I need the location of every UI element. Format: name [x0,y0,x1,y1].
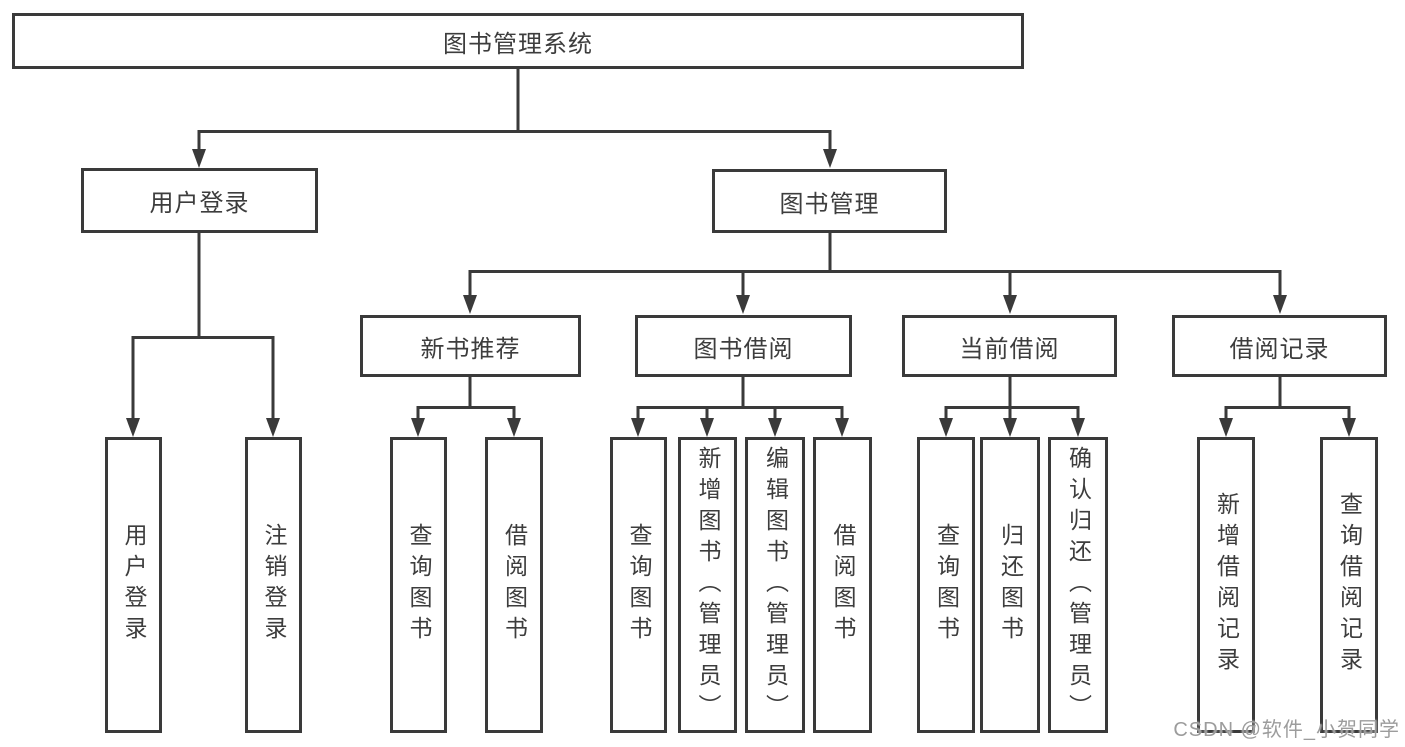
node-book-borrow-label: 图书借阅 [693,335,794,363]
node-book-borrow: 图书借阅 [635,315,852,377]
node-book-mgmt: 图书管理 [712,169,947,233]
connector-new-book [416,377,516,422]
node-root: 图书管理系统 [12,13,1024,69]
arrowheads [126,149,1356,437]
leaf-confirm-return-admin-label: 确认归还（管理员） [1065,445,1092,725]
leaf-borrow-books-2: 借阅图书 [813,437,872,733]
leaf-edit-books-admin: 编辑图书（管理员） [745,437,805,733]
node-book-mgmt-label: 图书管理 [779,190,880,218]
leaf-borrow-books-2-label: 借阅图书 [830,523,856,647]
node-current-borrow: 当前借阅 [902,315,1117,377]
leaf-add-books-admin: 新增图书（管理员） [678,437,737,733]
leaf-add-books-admin-label: 新增图书（管理员） [695,445,721,725]
node-new-book-recommend: 新书推荐 [360,315,581,377]
connector-current-borrow [944,377,1080,422]
leaf-query-books-1-label: 查询图书 [406,523,432,647]
node-user-login: 用户登录 [81,168,318,233]
leaf-borrow-books-1: 借阅图书 [485,437,543,733]
leaf-query-books-1: 查询图书 [390,437,447,733]
leaf-query-books-3-label: 查询图书 [933,523,960,647]
leaf-query-books-2: 查询图书 [610,437,667,733]
leaf-edit-books-admin-label: 编辑图书（管理员） [762,445,789,725]
leaf-borrow-books-1-label: 借阅图书 [501,523,528,647]
node-borrow-records: 借阅记录 [1172,315,1387,377]
leaf-logout: 注销登录 [245,437,302,733]
connector-book-borrow [636,377,844,422]
connector-borrow-records [1224,377,1351,422]
leaf-user-login: 用户登录 [105,437,162,733]
watermark-text: CSDN @软件_小贺同学 [1173,719,1400,741]
leaf-return-books: 归还图书 [980,437,1040,733]
connector-user-login [131,233,275,422]
connector-root [197,69,832,154]
leaf-add-borrow-record: 新增借阅记录 [1197,437,1255,733]
leaf-return-books-label: 归还图书 [997,523,1024,647]
leaf-add-borrow-record-label: 新增借阅记录 [1213,492,1240,678]
leaf-logout-label: 注销登录 [261,523,287,647]
node-user-login-label: 用户登录 [149,190,250,217]
node-borrow-records-label: 借阅记录 [1229,335,1330,363]
node-root-label: 图书管理系统 [443,30,593,58]
leaf-user-login-label: 用户登录 [121,523,147,647]
leaf-confirm-return-admin: 确认归还（管理员） [1048,437,1108,733]
connector-book-mgmt [468,233,1282,300]
node-current-borrow-label: 当前借阅 [959,335,1060,363]
leaf-query-books-2-label: 查询图书 [626,523,652,647]
leaf-query-borrow-record: 查询借阅记录 [1320,437,1378,733]
node-new-book-recommend-label: 新书推荐 [420,335,521,363]
leaf-query-borrow-record-label: 查询借阅记录 [1336,492,1363,678]
leaf-query-books-3: 查询图书 [917,437,975,733]
